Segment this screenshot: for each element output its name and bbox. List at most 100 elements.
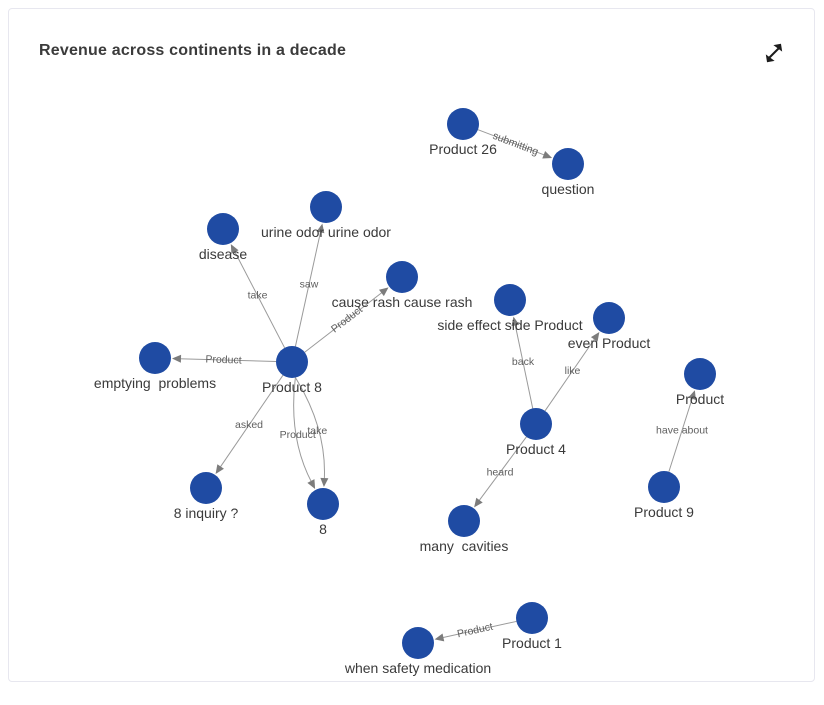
node-circle[interactable] xyxy=(207,213,239,245)
edge-line xyxy=(233,250,286,349)
edge-line xyxy=(304,291,384,353)
edge-p8-n8: Product xyxy=(280,377,316,489)
chart-card: Revenue across continents in a decade xyxy=(8,8,815,682)
node-p1[interactable]: Product 1 xyxy=(502,602,562,651)
node-circle[interactable] xyxy=(386,261,418,293)
node-circle[interactable] xyxy=(276,346,308,378)
node-label: cause rash cause rash xyxy=(332,294,473,310)
node-circle[interactable] xyxy=(190,472,222,504)
edge-line xyxy=(544,337,596,412)
node-label: Product 26 xyxy=(429,141,497,157)
node-circle[interactable] xyxy=(648,471,680,503)
node-evenproduct[interactable]: even Product xyxy=(568,302,651,351)
node-circle[interactable] xyxy=(684,358,716,390)
edge-arrowhead xyxy=(171,354,182,363)
node-circle[interactable] xyxy=(552,148,584,180)
edge-p4-cavities: heard xyxy=(474,436,527,508)
edge-p8-n8: take xyxy=(294,377,329,488)
chart-title: Revenue across continents in a decade xyxy=(39,42,347,59)
node-label: when safety medication xyxy=(344,660,491,676)
edge-line xyxy=(219,374,284,469)
edge-arrowhead xyxy=(307,479,316,489)
node-circle[interactable] xyxy=(310,191,342,223)
node-label: Product xyxy=(676,391,724,407)
edge-line xyxy=(293,377,313,483)
edge-label: like xyxy=(565,365,581,377)
edge-label: take xyxy=(248,290,268,302)
edge-label: saw xyxy=(300,279,319,291)
node-circle[interactable] xyxy=(494,284,526,316)
edge-p4-evenproduct: like xyxy=(544,332,600,412)
edge-p8-disease: take xyxy=(230,244,286,349)
edge-p4-sideeffect: back xyxy=(511,316,535,409)
edge-arrowhead xyxy=(542,151,553,159)
edge-line xyxy=(477,129,546,156)
node-circle[interactable] xyxy=(520,408,552,440)
node-p8[interactable]: Product 8 xyxy=(262,346,322,395)
edge-line xyxy=(477,436,527,503)
node-circle[interactable] xyxy=(447,108,479,140)
node-p4[interactable]: Product 4 xyxy=(506,408,566,457)
node-product[interactable]: Product xyxy=(676,358,724,407)
node-label: 8 inquiry ? xyxy=(174,505,239,521)
edge-label: back xyxy=(512,356,535,368)
node-circle[interactable] xyxy=(307,488,339,520)
node-urine[interactable]: urine odor urine odor xyxy=(261,191,391,240)
edge-label: Product xyxy=(456,621,494,641)
node-label: disease xyxy=(199,246,247,262)
edge-p8-inquiry: asked xyxy=(215,374,284,474)
expand-icon xyxy=(765,43,783,63)
node-label: Product 8 xyxy=(262,379,322,395)
node-inquiry[interactable]: 8 inquiry ? xyxy=(174,472,239,521)
edge-arrowhead xyxy=(215,464,224,474)
edge-line xyxy=(294,230,322,347)
node-disease[interactable]: disease xyxy=(199,213,247,262)
node-p26[interactable]: Product 26 xyxy=(429,108,497,157)
edge-line xyxy=(294,377,326,481)
edge-arrowhead xyxy=(230,244,239,254)
node-circle[interactable] xyxy=(593,302,625,334)
node-sideeffect[interactable]: side effect side Product xyxy=(437,284,583,333)
edge-arrowhead xyxy=(378,287,389,297)
expand-button[interactable] xyxy=(758,37,790,69)
edge-arrowhead xyxy=(474,497,483,508)
node-label: emptying problems xyxy=(94,375,216,391)
edge-label: Product xyxy=(205,353,242,366)
node-label: Product 9 xyxy=(634,504,694,520)
edge-label: submitting xyxy=(491,130,540,158)
edge-label: take xyxy=(307,425,327,437)
node-label: many cavities xyxy=(420,538,509,554)
node-circle[interactable] xyxy=(516,602,548,634)
node-circle[interactable] xyxy=(448,505,480,537)
node-causerash[interactable]: cause rash cause rash xyxy=(332,261,473,310)
edge-arrowhead xyxy=(511,316,520,327)
edge-p8-urine: saw xyxy=(294,223,325,347)
edge-label: Product xyxy=(280,429,316,441)
edge-label: asked xyxy=(235,419,263,431)
node-label: urine odor urine odor xyxy=(261,224,391,240)
edge-p8-emptying: Product xyxy=(171,353,277,367)
edge-line xyxy=(668,396,694,472)
edge-arrowhead xyxy=(590,332,600,342)
edge-arrowhead xyxy=(316,223,325,234)
node-circle[interactable] xyxy=(139,342,171,374)
node-question[interactable]: question xyxy=(542,148,595,197)
node-whensafety[interactable]: when safety medication xyxy=(344,627,491,676)
node-cavities[interactable]: many cavities xyxy=(420,505,509,554)
node-label: 8 xyxy=(319,521,327,537)
node-label: Product 1 xyxy=(502,635,562,651)
edge-arrowhead xyxy=(688,390,696,400)
edge-p9-product: have about xyxy=(656,390,708,472)
edge-label: have about xyxy=(656,425,708,437)
edge-arrowhead xyxy=(434,633,445,642)
node-emptying[interactable]: emptying problems xyxy=(94,342,216,391)
node-label: even Product xyxy=(568,335,651,351)
node-n8[interactable]: 8 xyxy=(307,488,339,537)
edge-line xyxy=(441,620,517,639)
node-label: side effect side Product xyxy=(437,317,582,333)
node-p9[interactable]: Product 9 xyxy=(634,471,694,520)
edge-arrowhead xyxy=(320,477,329,488)
node-label: question xyxy=(542,181,595,197)
node-circle[interactable] xyxy=(402,627,434,659)
